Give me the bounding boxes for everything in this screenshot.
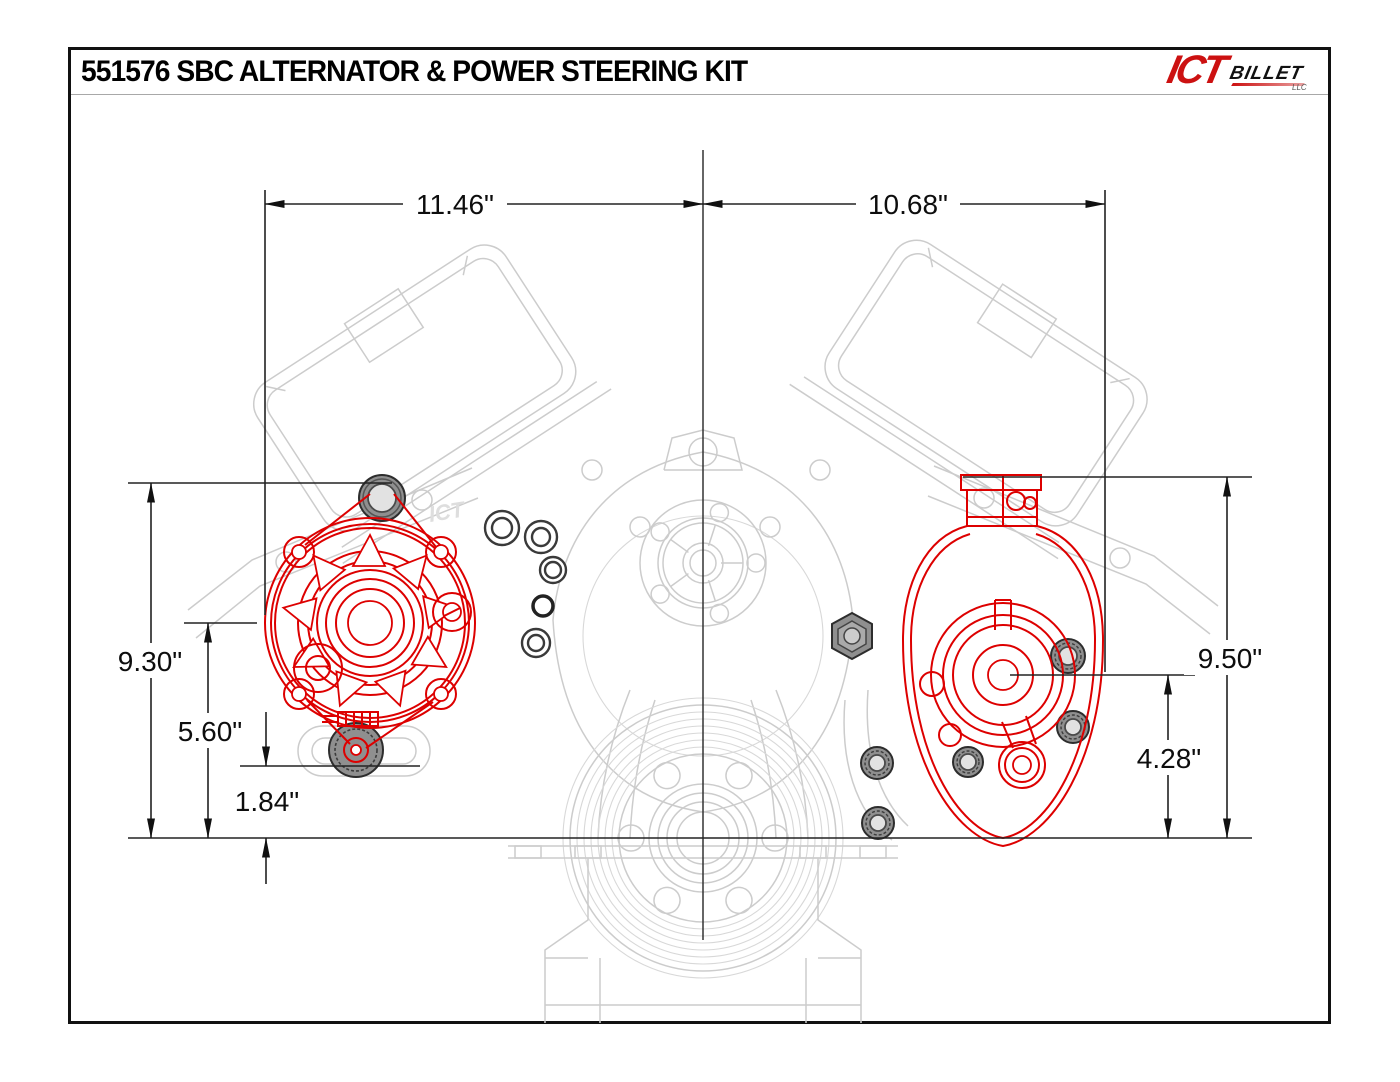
logo-llc-text: LLC (1292, 83, 1307, 92)
ict-billet-logo: ICT BILLET LLC (1163, 48, 1318, 92)
page-title: 551576 SBC ALTERNATOR & POWER STEERING K… (81, 55, 748, 88)
drawing-frame: 551576 SBC ALTERNATOR & POWER STEERING K… (68, 47, 1331, 1024)
logo-billet-text: BILLET (1227, 63, 1305, 84)
title-bar: 551576 SBC ALTERNATOR & POWER STEERING K… (71, 48, 1328, 95)
logo-ict-text: ICT (1163, 48, 1229, 92)
